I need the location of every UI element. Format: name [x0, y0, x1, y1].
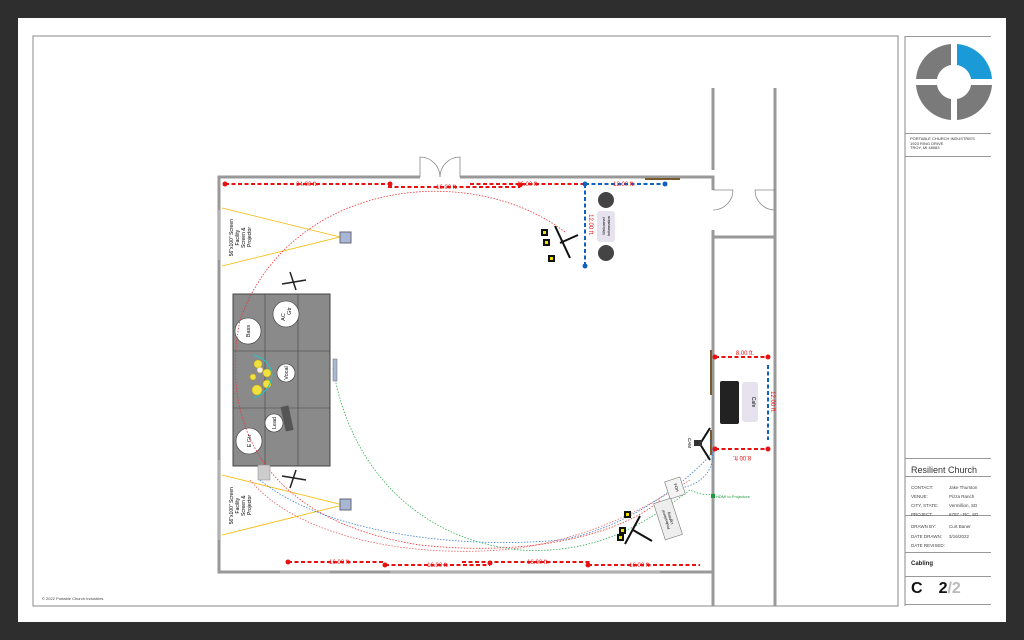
dimension-label: 16.00 ft. [329, 560, 351, 566]
ac-gtr-label: Gtr [287, 307, 293, 315]
screen-label: Projector [247, 227, 253, 247]
dimension-lines [225, 183, 769, 566]
svg-text:56"x100" Screen Facility: 56"x100" Screen Facility Screen & Projec… [229, 218, 253, 257]
screen-label: Screen & [241, 227, 247, 248]
company-address: PORTABLE CHURCH INDUSTRIES 1923 RING DRI… [910, 136, 975, 151]
field-date-drawn: DATE DRAWN:3/16/2022 [911, 534, 970, 539]
hdmi-port [711, 494, 715, 498]
drawing-border [32, 35, 899, 607]
stage-box [257, 464, 271, 481]
monitor [332, 358, 338, 382]
company-name: PORTABLE CHURCH INDUSTRIES [910, 136, 975, 141]
client-name: Resilient Church [911, 465, 978, 475]
vocal-label: Vocal [284, 366, 290, 379]
foh-desk: FOH [664, 476, 686, 500]
company-address-line: TROY, MI 48083 [910, 145, 940, 151]
dimension-label: 8.00 ft. [733, 454, 752, 460]
e-gtr-label: E Gtr [247, 434, 253, 447]
field-venue: VENUE:Pizza Ranch [911, 494, 975, 499]
dimension-label: 16.00 ft. [629, 563, 651, 569]
dimension-points [222, 181, 771, 568]
screen-label: Projector [247, 495, 253, 515]
field-project: PROJECT:6797 - RC, SD [911, 512, 979, 517]
cam-label: CAM [687, 438, 692, 448]
screen-label: 56"x100" Screen [229, 219, 235, 256]
field-city-state: CITY, STATE:Vermillion, SD [911, 503, 978, 508]
copyright: © 2022 Portable Church Industries [42, 596, 104, 601]
sheet-name: Cabling [911, 561, 933, 567]
screen-label: 56"x100" Screen [229, 487, 235, 524]
dimension-label: 16.00 ft. [527, 560, 549, 566]
svg-text:ACGtr: ACGtr [281, 307, 293, 321]
door [419, 156, 776, 211]
dimension-label: 16.00 ft. [436, 185, 458, 191]
lighting-label: Lighting [667, 512, 675, 525]
dimension-label: 16.00 ft. [517, 182, 539, 188]
camera: CAM [687, 427, 711, 461]
screen-projector-bottom: 56"x100" Screen Facility Screen & Projec… [221, 474, 352, 536]
foh-label: FOH [673, 483, 680, 493]
light-tree [541, 225, 579, 262]
field-contact: CONTACT:Jake Thurston [911, 485, 978, 490]
ac-gtr-label: AC [281, 313, 287, 321]
light-tree [617, 511, 653, 545]
field-date-revised: DATE REVISED: [911, 543, 945, 548]
cafe-label: Cafe [750, 397, 756, 408]
windows [218, 178, 712, 573]
company-address-line: 1923 RING DRIVE [910, 140, 944, 146]
svg-text:ProfessionalLighting: ProfessionalLighting [661, 508, 675, 530]
welcome-label: Welcome/ [601, 216, 606, 235]
dimension-label: 12.00 ft. [587, 214, 593, 236]
dimension-label: 12.00 ft. [613, 182, 635, 188]
stage: Bass ACGtr Vocal Lead E Gtr [232, 293, 331, 467]
welcome-information: Welcome/Information [597, 192, 615, 261]
light-stand [281, 271, 307, 489]
dimension-label: 24.00 ft. [296, 182, 318, 188]
screen-label: Screen & [241, 495, 247, 516]
svg-text:Welcome/Information: Welcome/Information [601, 216, 611, 236]
screen-label: Facility [235, 497, 241, 513]
welcome-label: Information [606, 216, 611, 236]
hdmi-label: HDMI to Projectors [716, 494, 750, 499]
drawing-sheet [18, 18, 1006, 622]
field-drawn-by: DRAWN BY:Curt Baner [911, 524, 971, 529]
dimension-label: 12.00 ft. [769, 391, 775, 413]
lead-label: Lead [272, 417, 278, 429]
keyboard [280, 405, 294, 432]
cafe: Cafe [720, 381, 758, 424]
company-logo [916, 44, 992, 120]
lighting-label: Professional [661, 509, 671, 529]
dimension-label: 16.00 ft. [427, 563, 449, 569]
bass-label: Bass [246, 325, 252, 337]
screen-label: Facility [235, 229, 241, 245]
svg-text:56"x100" Screen Facility: 56"x100" Screen Facility Screen & Projec… [229, 486, 253, 525]
dimension-label: 8.00 ft. [736, 351, 755, 357]
screen-projector-top: 56"x100" Screen Facility Screen & Projec… [221, 207, 352, 267]
lighting-desk: ProfessionalLighting [653, 497, 683, 541]
